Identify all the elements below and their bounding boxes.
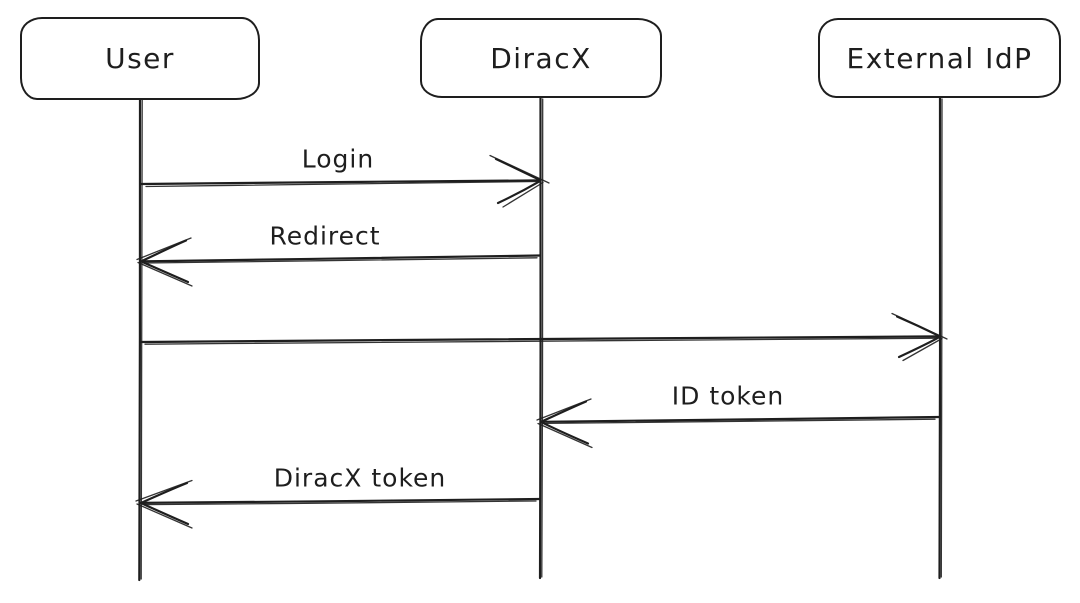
lifeline-diracx: [538, 96, 544, 580]
lifeline-user: [138, 97, 143, 582]
arrow-redirect: [136, 237, 542, 287]
arrow-login: [139, 154, 550, 208]
arrow-diracx-token: [135, 479, 542, 529]
message-label-login: Login: [301, 144, 375, 174]
actor-label-diracx: DiracX: [490, 41, 592, 75]
arrow-id-token: [536, 398, 941, 449]
actor-box-external-idp: External IdP: [818, 18, 1061, 98]
actor-box-diracx: DiracX: [420, 18, 662, 98]
actor-label-user: User: [105, 42, 175, 75]
message-label-id-token: ID token: [671, 381, 785, 411]
arrow-auth-redirect: [139, 312, 948, 362]
message-label-diracx-token: DiracX token: [273, 463, 447, 493]
actor-box-user: User: [20, 17, 260, 100]
actor-label-external-idp: External IdP: [846, 41, 1033, 75]
message-label-redirect: Redirect: [269, 221, 381, 251]
